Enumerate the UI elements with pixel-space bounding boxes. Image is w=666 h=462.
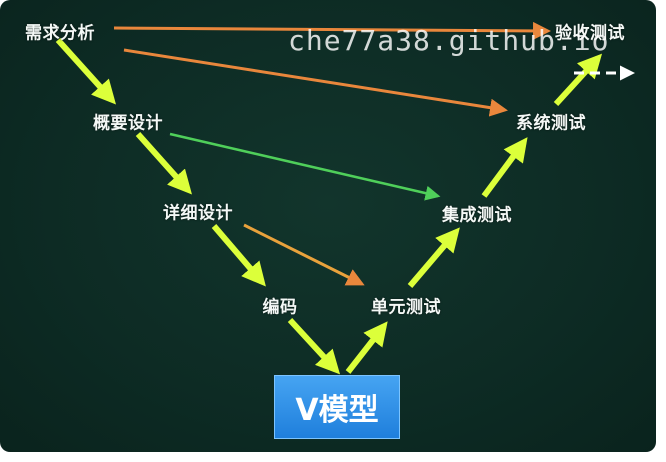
- arrow-system-to-acceptance: [553, 53, 603, 107]
- arrow-coding-to-model: [287, 317, 341, 375]
- arrow-requirements-to-system: [123, 48, 508, 117]
- arrow-model-to-unit: [345, 321, 388, 374]
- node-detailed-design: 详细设计: [163, 203, 233, 224]
- arrow-layer: [55, 21, 635, 375]
- v-model-box: V模型: [274, 375, 400, 439]
- node-coding: 编码: [262, 297, 298, 318]
- arrow-requirements-to-outline: [55, 37, 117, 105]
- node-requirements-analysis: 需求分析: [25, 23, 95, 44]
- node-integration-test: 集成测试: [442, 205, 512, 226]
- arrow-outline-to-integration: [169, 132, 441, 201]
- node-unit-test: 单元测试: [371, 297, 441, 318]
- arrow-detailed-to-coding: [211, 224, 266, 287]
- node-outline-design: 概要设计: [93, 113, 163, 134]
- watermark: che77a38.github.io: [288, 24, 610, 57]
- v-model-diagram: 需求分析 概要设计 详细设计 编码 单元测试 集成测试 系统测试 验收测试 V模…: [0, 0, 656, 452]
- arrow-integration-to-system: [481, 137, 528, 198]
- arrow-detailed-to-unit: [243, 223, 365, 286]
- v-model-label: V模型: [295, 393, 379, 428]
- arrow-requirements-to-acceptance: [113, 21, 551, 40]
- node-system-test: 系统测试: [516, 113, 586, 134]
- arrow-outline-to-detailed: [135, 132, 192, 195]
- arrow-unit-to-integration: [407, 227, 460, 288]
- node-acceptance-test: 验收测试: [555, 23, 625, 44]
